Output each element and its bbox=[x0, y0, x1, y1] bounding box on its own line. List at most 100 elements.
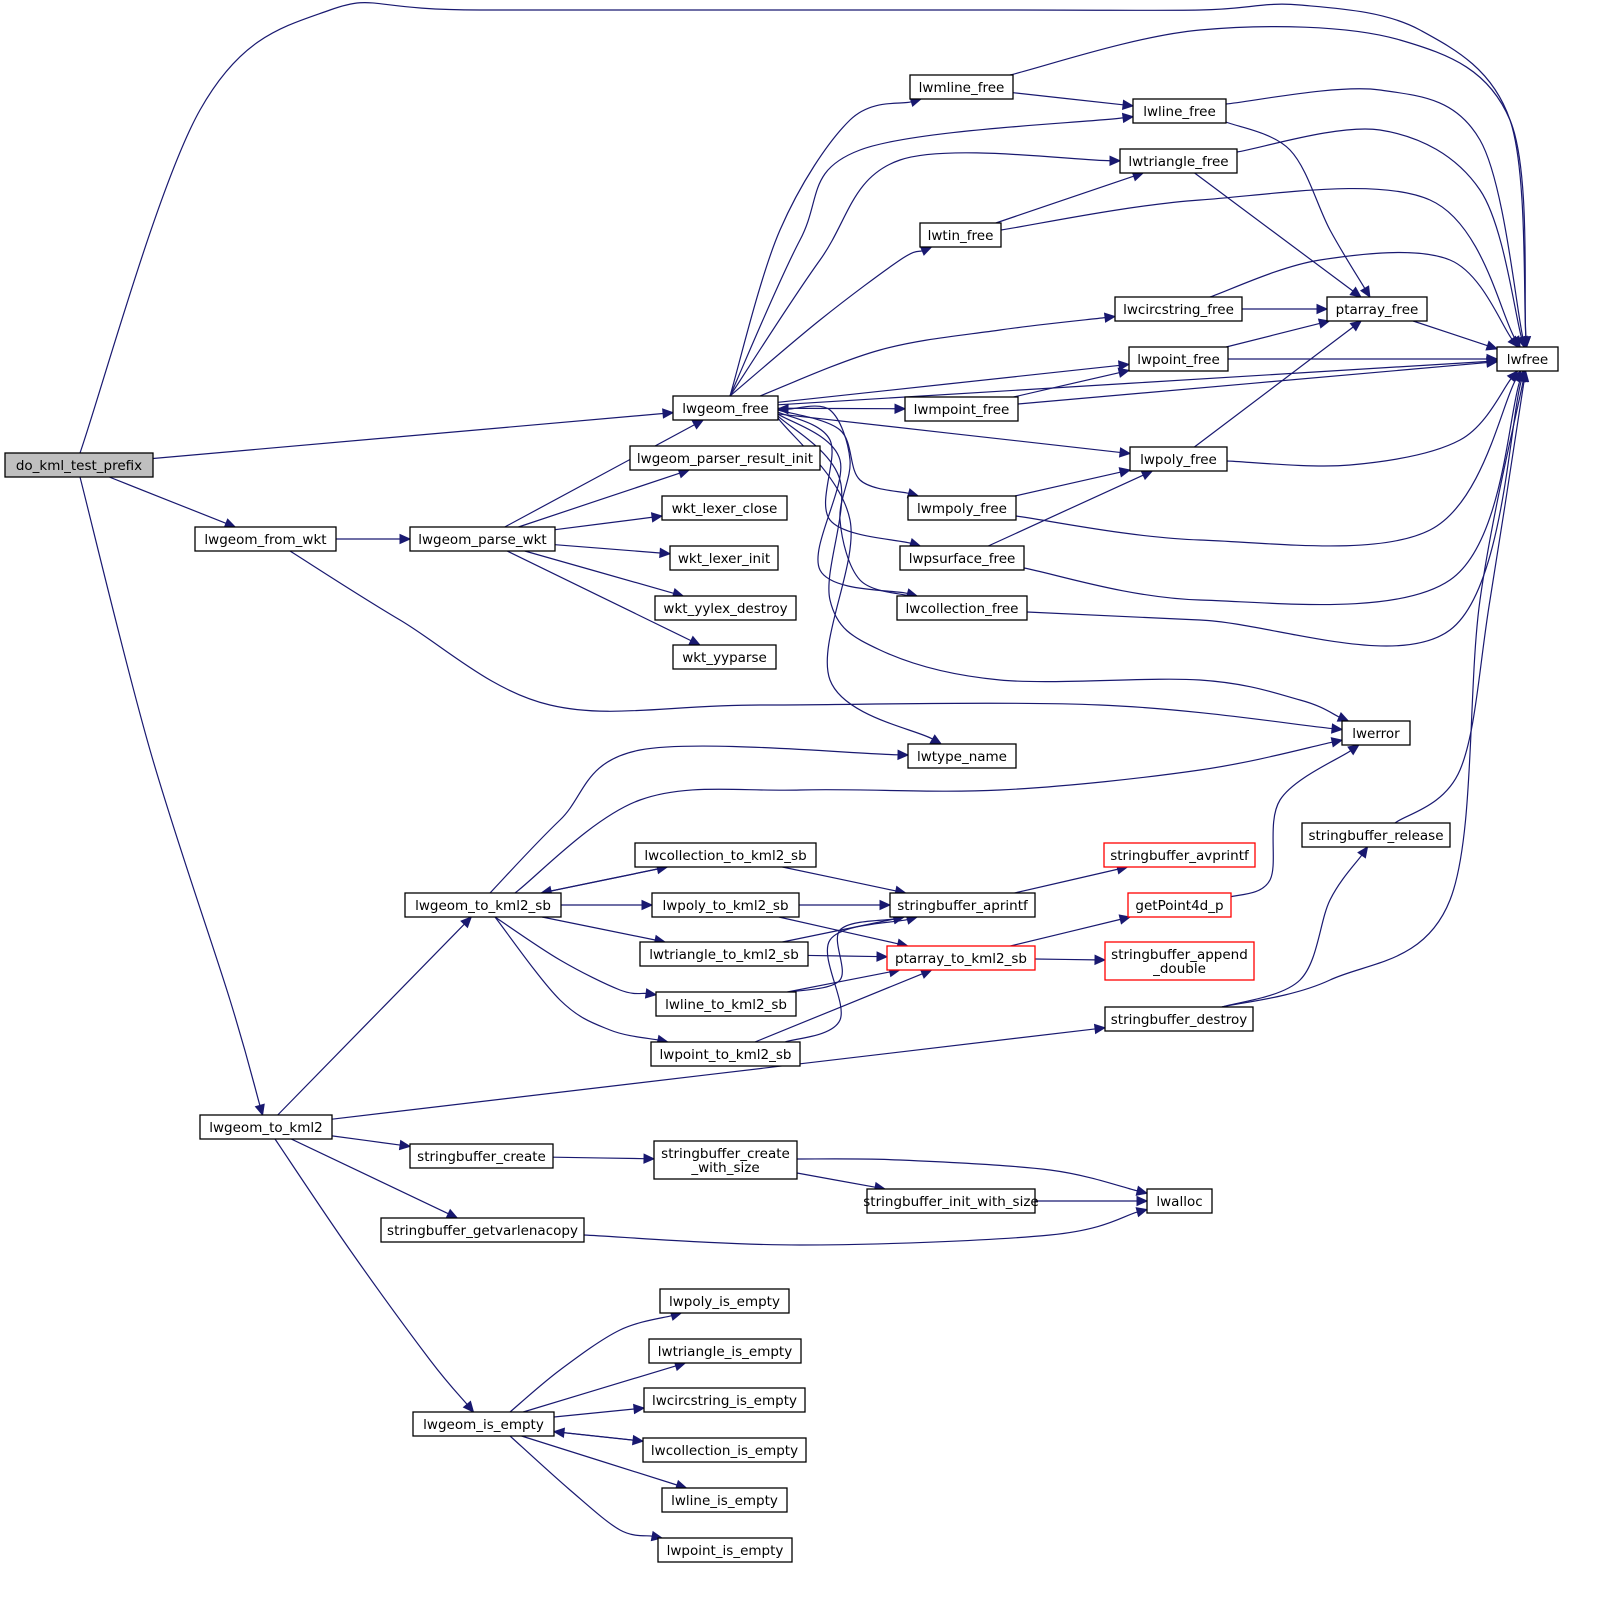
node-lwpsurface-free[interactable]: lwpsurface_free bbox=[899, 545, 1025, 571]
node-lwtin-free[interactable]: lwtin_free bbox=[919, 222, 1002, 248]
node-box bbox=[199, 1114, 333, 1140]
node-lwcollection-is-empty[interactable]: lwcollection_is_empty bbox=[642, 1437, 807, 1463]
node-stringbuffer-init-with-size[interactable]: stringbuffer_init_with_size bbox=[863, 1188, 1039, 1214]
arrowhead-icon bbox=[1140, 470, 1154, 481]
node-lwtriangle-to-kml2-sb[interactable]: lwtriangle_to_kml2_sb bbox=[639, 941, 809, 967]
node-box bbox=[4, 452, 154, 478]
node-lwcircstring-is-empty[interactable]: lwcircstring_is_empty bbox=[643, 1387, 806, 1413]
node-lwcircstring-free[interactable]: lwcircstring_free bbox=[1114, 296, 1243, 322]
node-lwgeom-to-kml2-sb[interactable]: lwgeom_to_kml2_sb bbox=[404, 892, 562, 918]
node-getPoint4d-p[interactable]: getPoint4d_p bbox=[1127, 892, 1232, 918]
node-box bbox=[651, 892, 800, 918]
node-stringbuffer-create[interactable]: stringbuffer_create bbox=[409, 1143, 554, 1169]
edge-lwgeom_parse_wkt-to-wkt_lexer_init bbox=[554, 544, 672, 559]
node-box bbox=[409, 1143, 554, 1169]
node-label: lwline_is_empty bbox=[671, 1493, 778, 1509]
node-label: do_kml_test_prefix bbox=[16, 458, 142, 474]
node-stringbuffer-release[interactable]: stringbuffer_release bbox=[1301, 822, 1451, 848]
node-lwpoint-to-kml2-sb[interactable]: lwpoint_to_kml2_sb bbox=[650, 1041, 801, 1067]
arrowhead-icon bbox=[929, 734, 943, 745]
node-box bbox=[657, 1537, 793, 1563]
node-stringbuffer-create-with-size[interactable]: stringbuffer_create_with_size bbox=[653, 1140, 798, 1180]
node-lwline-free[interactable]: lwline_free bbox=[1132, 98, 1227, 124]
node-lwpoly-is-empty[interactable]: lwpoly_is_empty bbox=[659, 1288, 790, 1314]
edge-line bbox=[563, 1432, 644, 1442]
edge-line bbox=[1412, 320, 1488, 347]
edge-line bbox=[754, 973, 923, 1043]
node-lwfree[interactable]: lwfree bbox=[1496, 346, 1559, 372]
node-wkt-yylex-destroy[interactable]: wkt_yylex_destroy bbox=[654, 595, 797, 621]
node-lwmpoly-free[interactable]: lwmpoly_free bbox=[907, 495, 1017, 521]
node-label: lwcircstring_free bbox=[1123, 302, 1234, 318]
node-label: getPoint4d_p bbox=[1135, 898, 1223, 914]
edge-line bbox=[518, 472, 680, 528]
node-lwgeom-free[interactable]: lwgeom_free bbox=[672, 395, 779, 421]
node-lwpoly-to-kml2-sb[interactable]: lwpoly_to_kml2_sb bbox=[651, 892, 800, 918]
node-stringbuffer-avprintf[interactable]: stringbuffer_avprintf bbox=[1103, 842, 1256, 868]
node-lwpoint-is-empty[interactable]: lwpoint_is_empty bbox=[657, 1537, 793, 1563]
edge-stringbuffer_create-to-stringbuffer_create_with_size bbox=[552, 1153, 656, 1164]
arrowhead-icon bbox=[1485, 340, 1499, 351]
node-lwalloc[interactable]: lwalloc bbox=[1146, 1188, 1213, 1214]
node-lwtriangle-free[interactable]: lwtriangle_free bbox=[1119, 148, 1238, 174]
edge-line bbox=[509, 1315, 672, 1413]
node-lwgeom-is-empty[interactable]: lwgeom_is_empty bbox=[412, 1411, 555, 1437]
node-lwmpoint-free[interactable]: lwmpoint_free bbox=[904, 396, 1019, 422]
node-stringbuffer-getvarlenacopy[interactable]: stringbuffer_getvarlenacopy bbox=[380, 1217, 585, 1243]
edge-line bbox=[1000, 187, 1516, 339]
edge-lwgeom_from_wkt-to-lwerror bbox=[289, 550, 1344, 734]
edge-line bbox=[1014, 471, 1121, 497]
node-wkt-lexer-close[interactable]: wkt_lexer_close bbox=[661, 495, 788, 521]
nodes-layer: do_kml_test_prefix lwgeom_free lwgeom_from… bbox=[4, 74, 1559, 1563]
node-lwpoly-free[interactable]: lwpoly_free bbox=[1129, 446, 1228, 472]
edge-do_kml_test_prefix-to-lwgeom_free bbox=[152, 408, 675, 460]
arrowhead-icon bbox=[894, 403, 907, 414]
edge-lwmline_free-to-lwfree bbox=[1009, 26, 1532, 349]
edge-lwtriangle_to_kml2_sb-to-ptarray_to_kml2_sb bbox=[807, 951, 889, 962]
edge-lwline_free-to-ptarray_free bbox=[1225, 121, 1371, 299]
node-label: stringbuffer_destroy bbox=[1111, 1012, 1248, 1028]
node-lwcollection-to-kml2-sb[interactable]: lwcollection_to_kml2_sb bbox=[634, 842, 817, 868]
arrowhead-icon bbox=[398, 1139, 412, 1151]
arrowhead-icon bbox=[1357, 846, 1369, 859]
node-lwgeom-from-wkt[interactable]: lwgeom_from_wkt bbox=[194, 526, 337, 552]
node-lwline-to-kml2-sb[interactable]: lwline_to_kml2_sb bbox=[655, 991, 797, 1017]
node-wkt-yyparse[interactable]: wkt_yyparse bbox=[672, 644, 777, 670]
edge-line bbox=[506, 550, 692, 642]
node-lwgeom-parser-result-init[interactable]: lwgeom_parser_result_init bbox=[629, 445, 821, 471]
node-box bbox=[648, 1338, 802, 1364]
node-lwpoint-free[interactable]: lwpoint_free bbox=[1128, 346, 1229, 372]
node-wkt-lexer-init[interactable]: wkt_lexer_init bbox=[669, 545, 779, 571]
node-stringbuffer-aprintf[interactable]: stringbuffer_aprintf bbox=[889, 892, 1036, 918]
edge-lwgeom_to_kml2_sb-to-lwpoly_to_kml2_sb bbox=[561, 899, 654, 911]
node-lwcollection-free[interactable]: lwcollection_free bbox=[896, 595, 1028, 621]
node-ptarray-to-kml2-sb[interactable]: ptarray_to_kml2_sb bbox=[886, 945, 1036, 971]
node-box bbox=[1103, 842, 1256, 868]
arrowhead-icon bbox=[1518, 369, 1530, 383]
edge-stringbuffer_create_with_size-to-lwalloc bbox=[796, 1158, 1149, 1196]
node-stringbuffer-destroy[interactable]: stringbuffer_destroy bbox=[1104, 1006, 1254, 1032]
node-lwgeom-parse-wkt[interactable]: lwgeom_parse_wkt bbox=[409, 526, 556, 552]
arrowhead-icon bbox=[662, 408, 675, 419]
node-lwmline-free[interactable]: lwmline_free bbox=[909, 74, 1014, 100]
edge-line bbox=[995, 175, 1134, 224]
node-box bbox=[1128, 346, 1229, 372]
arrowhead-icon bbox=[776, 403, 789, 415]
node-lwgeom-to-kml2[interactable]: lwgeom_to_kml2 bbox=[199, 1114, 333, 1140]
edge-line bbox=[1012, 92, 1124, 106]
arrowhead-icon bbox=[1118, 447, 1132, 458]
node-ptarray-free[interactable]: ptarray_free bbox=[1326, 296, 1428, 322]
node-lwtriangle-is-empty[interactable]: lwtriangle_is_empty bbox=[648, 1338, 802, 1364]
node-box bbox=[1341, 720, 1411, 746]
node-stringbuffer-append-double[interactable]: stringbuffer_append_double bbox=[1104, 941, 1255, 981]
edge-line bbox=[1225, 121, 1366, 289]
node-lwline-is-empty[interactable]: lwline_is_empty bbox=[661, 1487, 788, 1513]
node-lwerror[interactable]: lwerror bbox=[1341, 720, 1411, 746]
edge-line bbox=[782, 918, 895, 943]
node-label: ptarray_to_kml2_sb bbox=[895, 951, 1027, 967]
edge-line bbox=[1010, 918, 1121, 947]
arrowhead-icon bbox=[1117, 360, 1131, 371]
node-box bbox=[629, 445, 821, 471]
node-lwtype-name[interactable]: lwtype_name bbox=[907, 743, 1017, 769]
node-do-kml-test-prefix[interactable]: do_kml_test_prefix bbox=[4, 452, 154, 478]
